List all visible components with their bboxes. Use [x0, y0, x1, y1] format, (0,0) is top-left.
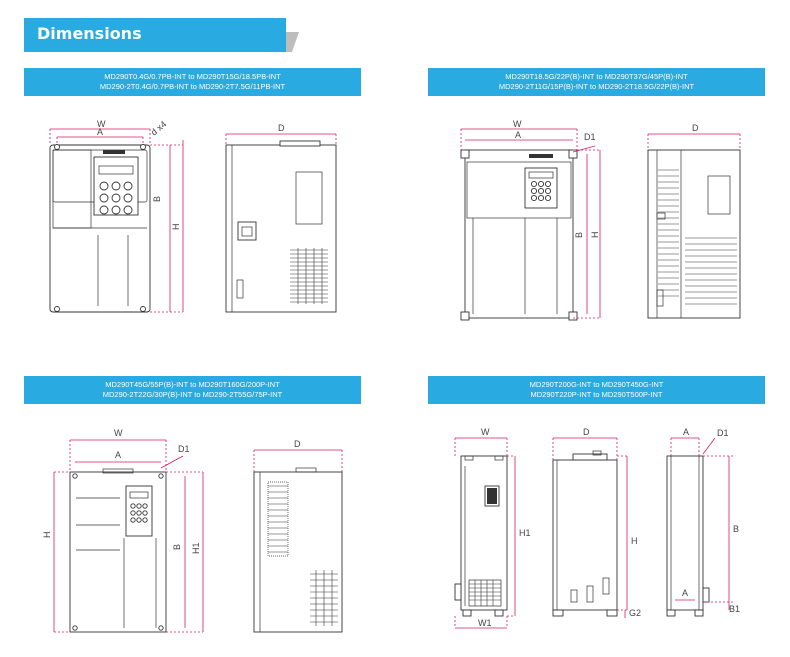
model-range-line-1: MD290T45G/55P(B)-INT to MD290T160G/200P-… [105, 380, 280, 389]
dim-label-h: H [590, 232, 600, 239]
front-view [454, 455, 508, 617]
dim-label-d: D [583, 427, 590, 437]
side-view [225, 140, 337, 313]
model-range-line-2: MD290-2T0.4G/0.7PB-INT to MD290-2T7.5G/1… [99, 82, 286, 91]
dim-label-w1: W1 [478, 618, 492, 628]
dim-label-b: B [152, 196, 162, 202]
dim-label-dx4: d x4 [149, 119, 168, 138]
side-view [647, 149, 741, 319]
dim-label-d1: D1 [178, 444, 190, 454]
dim-label-w: W [481, 427, 490, 437]
dim-label-a-bottom: A [682, 588, 688, 598]
rear-view [666, 455, 710, 617]
dim-label-h: H [171, 224, 181, 231]
front-view [460, 149, 578, 321]
dimension-drawing-3: W A D1 H B H1 [0, 420, 395, 640]
dimension-drawing-1: W A d x4 B H [0, 110, 395, 330]
dimension-drawing-4: W W1 H1 D H G2 [395, 420, 790, 640]
model-range-bar-2: MD290T18.5G/22P(B)-INT to MD290T37G/45P(… [428, 68, 765, 96]
model-range-bar-4: MD290T200G-INT to MD290T450G-INT MD290T2… [428, 376, 765, 404]
dim-label-a: A [683, 427, 689, 437]
model-range-line-2: MD290-2T22G/30P(B)-INT to MD290-2T55G/75… [102, 390, 283, 399]
dim-label-h: H [631, 536, 638, 546]
front-view [49, 144, 151, 313]
dim-label-w: W [114, 428, 123, 438]
dim-label-a: A [115, 450, 121, 460]
model-range-line-1: MD290T0.4G/0.7PB-INT to MD290T15G/18.5PB… [104, 72, 281, 81]
side-view [552, 450, 618, 617]
dim-label-b: B [733, 524, 739, 534]
dim-label-b: B [574, 232, 584, 238]
model-range-bar-3: MD290T45G/55P(B)-INT to MD290T160G/200P-… [24, 376, 361, 404]
front-view [69, 468, 167, 633]
dim-label-h: H [42, 532, 52, 539]
dim-label-a: A [97, 127, 103, 137]
dim-label-h1: H1 [191, 542, 201, 554]
model-range-line-1: MD290T200G-INT to MD290T450G-INT [529, 380, 664, 389]
section-header-banner: Dimensions [24, 18, 299, 52]
dim-label-w: W [97, 119, 106, 129]
page-title: Dimensions [37, 24, 142, 43]
side-view [253, 467, 343, 633]
model-range-line-2: MD290T220P-INT to MD290T500P-INT [530, 390, 663, 399]
dim-label-w: W [513, 119, 522, 129]
model-range-line-1: MD290T18.5G/22P(B)-INT to MD290T37G/45P(… [505, 72, 688, 81]
dim-label-d1: D1 [717, 428, 729, 438]
dim-label-d1: D1 [584, 132, 596, 142]
dim-label-b: B [172, 544, 182, 550]
dim-label-d: D [294, 439, 301, 449]
dim-label-b1: B1 [729, 604, 740, 614]
dim-label-d: D [692, 123, 699, 133]
dim-label-d: D [278, 123, 285, 133]
dimension-drawing-2: W A D1 B H [395, 110, 790, 330]
dim-label-a: A [515, 130, 521, 140]
dim-label-g2: G2 [629, 608, 641, 618]
dim-label-h1: H1 [519, 528, 531, 538]
model-range-bar-1: MD290T0.4G/0.7PB-INT to MD290T15G/18.5PB… [24, 68, 361, 96]
model-range-line-2: MD290-2T11G/15P(B)-INT to MD290-2T18.5G/… [498, 82, 695, 91]
